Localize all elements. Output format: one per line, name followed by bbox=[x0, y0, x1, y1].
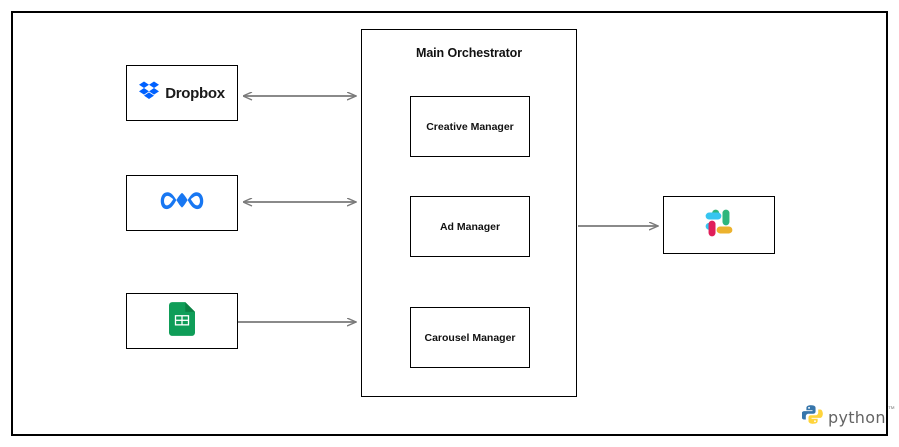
node-slack[interactable] bbox=[663, 196, 775, 254]
node-meta[interactable] bbox=[126, 175, 238, 231]
node-google-sheets[interactable] bbox=[126, 293, 238, 349]
creative-manager-label: Creative Manager bbox=[426, 120, 514, 133]
python-wordmark: python bbox=[828, 407, 886, 427]
orchestrator-title: Main Orchestrator bbox=[416, 46, 522, 60]
carousel-manager-label: Carousel Manager bbox=[424, 331, 516, 344]
node-ad-manager[interactable]: Ad Manager bbox=[410, 196, 530, 257]
ad-manager-label: Ad Manager bbox=[439, 220, 501, 233]
google-sheets-icon bbox=[169, 301, 195, 341]
slack-icon-svg bbox=[705, 209, 733, 236]
node-creative-manager[interactable]: Creative Manager bbox=[410, 96, 530, 157]
dropbox-icon bbox=[139, 80, 160, 106]
meta-icon-svg bbox=[160, 191, 204, 209]
dropbox-label: Dropbox bbox=[165, 84, 225, 102]
meta-icon bbox=[160, 186, 204, 221]
diagram-outer-border bbox=[11, 11, 888, 436]
dropbox-branding: Dropbox bbox=[139, 80, 225, 106]
python-trademark-symbol: ™ bbox=[887, 406, 895, 413]
slack-icon bbox=[702, 206, 736, 245]
python-icon bbox=[801, 404, 823, 430]
node-carousel-manager[interactable]: Carousel Manager bbox=[410, 307, 530, 368]
node-dropbox[interactable]: Dropbox bbox=[126, 65, 238, 121]
python-branding: python ™ bbox=[801, 402, 895, 432]
python-icon-svg bbox=[801, 405, 823, 424]
google-sheets-icon-svg bbox=[169, 301, 195, 336]
dropbox-icon-svg bbox=[139, 80, 160, 99]
node-main-orchestrator[interactable]: Main Orchestrator Creative Manager Ad Ma… bbox=[361, 29, 577, 397]
